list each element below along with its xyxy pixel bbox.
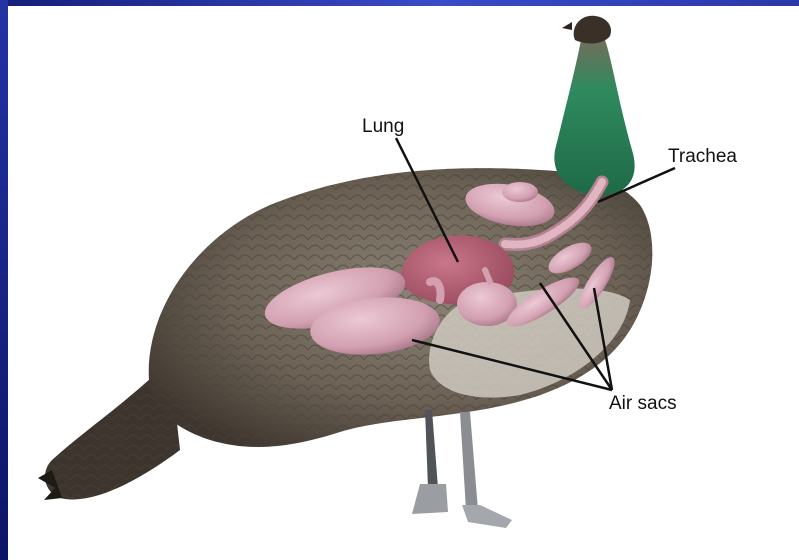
trachea-label: Trachea bbox=[668, 146, 737, 168]
legs bbox=[412, 410, 512, 528]
neck bbox=[554, 16, 634, 195]
lung-label: Lung bbox=[362, 116, 404, 138]
air-sacs-label: Air sacs bbox=[609, 393, 677, 415]
